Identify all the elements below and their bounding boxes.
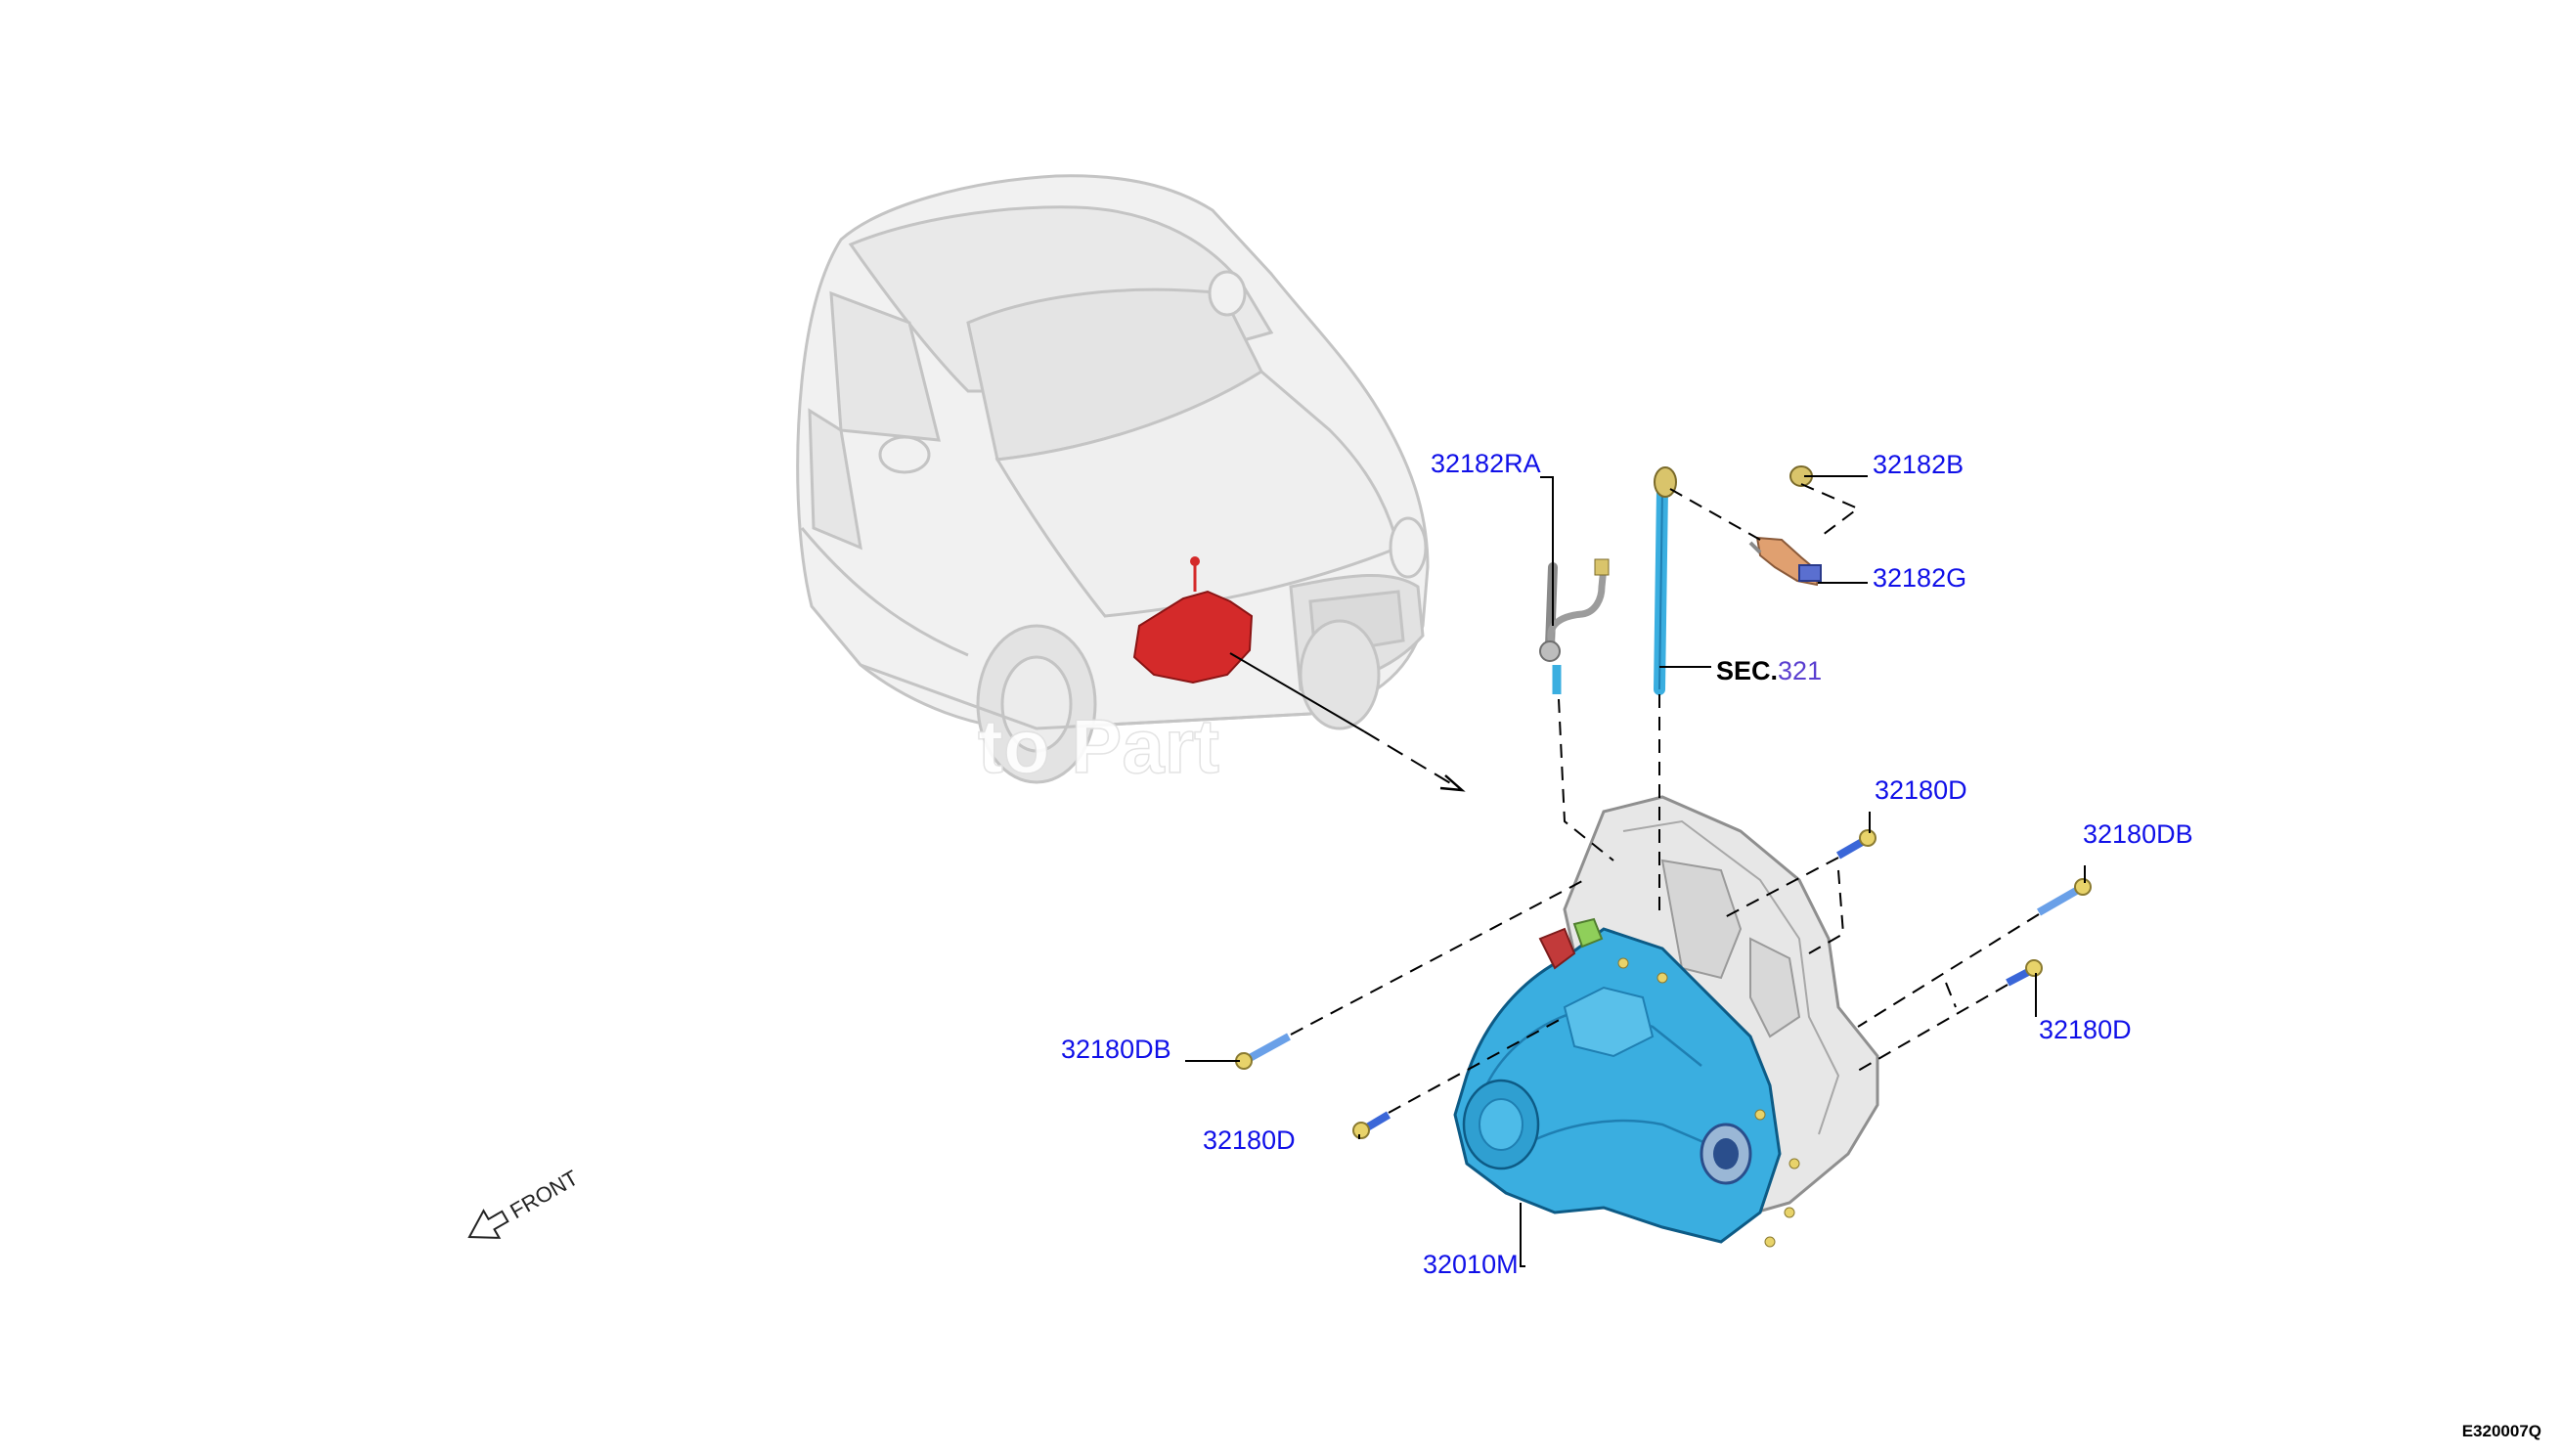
section-reference-321[interactable]: SEC.321	[1716, 658, 1822, 684]
section-prefix: SEC.	[1716, 656, 1779, 685]
assembly-dashed-lines	[1290, 483, 2040, 1114]
section-number: 321	[1778, 656, 1823, 685]
label-32180DB-left[interactable]: 32180DB	[1061, 1035, 1171, 1064]
bolt-32180D-right	[2006, 959, 2043, 987]
part-32182G-clip	[1748, 536, 1822, 587]
diagram-code: E320007Q	[2461, 1422, 2541, 1440]
bolt-32180DB-left	[1235, 1033, 1291, 1070]
bolt-32180D-left	[1352, 1111, 1391, 1139]
transmission-32010M	[1453, 795, 1879, 1248]
vehicle-illustration	[796, 174, 1430, 784]
label-32180D-top[interactable]: 32180D	[1875, 775, 1967, 805]
label-32180D-left[interactable]: 32180D	[1203, 1125, 1296, 1155]
label-32182B[interactable]: 32182B	[1873, 450, 1965, 479]
front-label: FRONT	[506, 1166, 582, 1224]
transmission-location-highlight	[1132, 556, 1254, 684]
label-32182G[interactable]: 32182G	[1873, 563, 1967, 593]
leader-lines	[1185, 475, 2086, 1267]
label-32182RA[interactable]: 32182RA	[1431, 449, 1541, 478]
label-32180DB-right[interactable]: 32180DB	[2083, 819, 2193, 849]
part-shift-cable-sec321	[1654, 466, 1677, 695]
bolt-32180D-top	[1836, 829, 1877, 860]
watermark-text: to Part	[978, 703, 1219, 789]
front-direction-indicator: FRONT	[467, 1166, 582, 1239]
label-32180D-right[interactable]: 32180D	[2039, 1015, 2132, 1044]
bolt-32180DB-right	[2037, 878, 2092, 916]
part-32182RA-bracket	[1539, 558, 1610, 694]
location-pointer	[1229, 652, 1466, 792]
label-32010M[interactable]: 32010M	[1423, 1250, 1519, 1279]
